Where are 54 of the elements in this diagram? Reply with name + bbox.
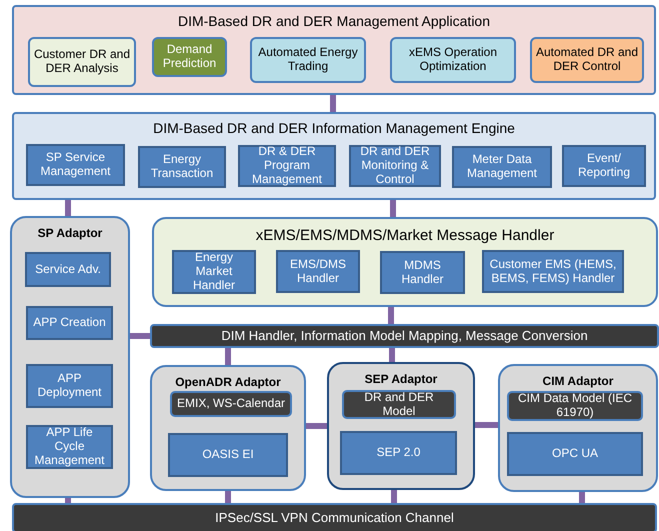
adaptor-panel xyxy=(10,216,130,498)
group-title: SEP Adaptor xyxy=(364,372,438,386)
process-box: Automated Energy Trading xyxy=(250,37,366,83)
model-box: EMIX, WS-Calendar xyxy=(170,391,292,417)
channel-bar: DIM Handler, Information Model Mapping, Message Conversion xyxy=(150,324,659,348)
process-box: Energy Market Handler xyxy=(172,250,256,294)
connector-line xyxy=(65,498,71,503)
layer-panel xyxy=(12,5,656,95)
group-title: SP Adaptor xyxy=(36,226,104,240)
process-box: Customer EMS (HEMS, BEMS, FEMS) Handler xyxy=(482,250,624,293)
process-box: Service Adv. xyxy=(25,252,111,287)
connector-line xyxy=(330,95,336,112)
process-box: EMS/DMS Handler xyxy=(276,250,360,293)
group-title: DIM-Based DR and DER Management Application xyxy=(176,13,492,29)
connector-line xyxy=(390,200,396,217)
adaptor-panel xyxy=(498,364,658,492)
process-box: Event/ Reporting xyxy=(562,145,646,187)
process-box: Customer DR and DER Analysis xyxy=(28,37,136,87)
connector-line xyxy=(388,307,394,324)
group-title: xEMS/EMS/MDMS/Market Message Handler xyxy=(254,227,556,244)
process-box: xEMS Operation Optimization xyxy=(390,37,516,83)
adaptor-panel xyxy=(150,365,306,491)
channel-bar: IPSec/SSL VPN Communication Channel xyxy=(12,503,657,531)
connector-line xyxy=(306,423,327,429)
adaptor-panel xyxy=(327,362,475,490)
process-box: APP Deployment xyxy=(26,364,113,408)
process-box: OASIS EI xyxy=(168,433,288,477)
process-box: DR & DER Program Management xyxy=(238,145,336,187)
layer-panel xyxy=(12,112,656,200)
connector-line xyxy=(225,491,231,503)
connector-line xyxy=(475,422,498,428)
process-box: Energy Transaction xyxy=(138,146,226,188)
process-box: MDMS Handler xyxy=(380,251,465,294)
connector-line xyxy=(130,333,150,339)
connector-line xyxy=(391,490,397,503)
model-box: CIM Data Model (IEC 61970) xyxy=(507,391,643,421)
process-box: APP Life Cycle Management xyxy=(26,425,113,469)
process-box: SEP 2.0 xyxy=(340,431,457,475)
process-box: Demand Prediction xyxy=(152,37,227,77)
process-box: Meter Data Management xyxy=(452,146,552,188)
connector-line xyxy=(579,492,585,503)
process-box: APP Creation xyxy=(26,306,113,340)
model-box: DR and DER Model xyxy=(342,390,456,419)
process-box: DR and DER Monitoring & Control xyxy=(349,145,441,187)
connector-line xyxy=(389,348,395,362)
group-title: CIM Adaptor xyxy=(542,374,614,388)
connector-line xyxy=(225,348,231,365)
group-title: OpenADR Adaptor xyxy=(174,375,282,389)
connector-line xyxy=(65,200,71,216)
group-title: DIM-Based DR and DER Information Management Engine xyxy=(152,120,516,136)
process-box: SP Service Management xyxy=(26,144,125,186)
process-box: Automated DR and DER Control xyxy=(530,37,644,83)
process-box: OPC UA xyxy=(507,432,643,476)
handler-panel xyxy=(152,217,658,307)
